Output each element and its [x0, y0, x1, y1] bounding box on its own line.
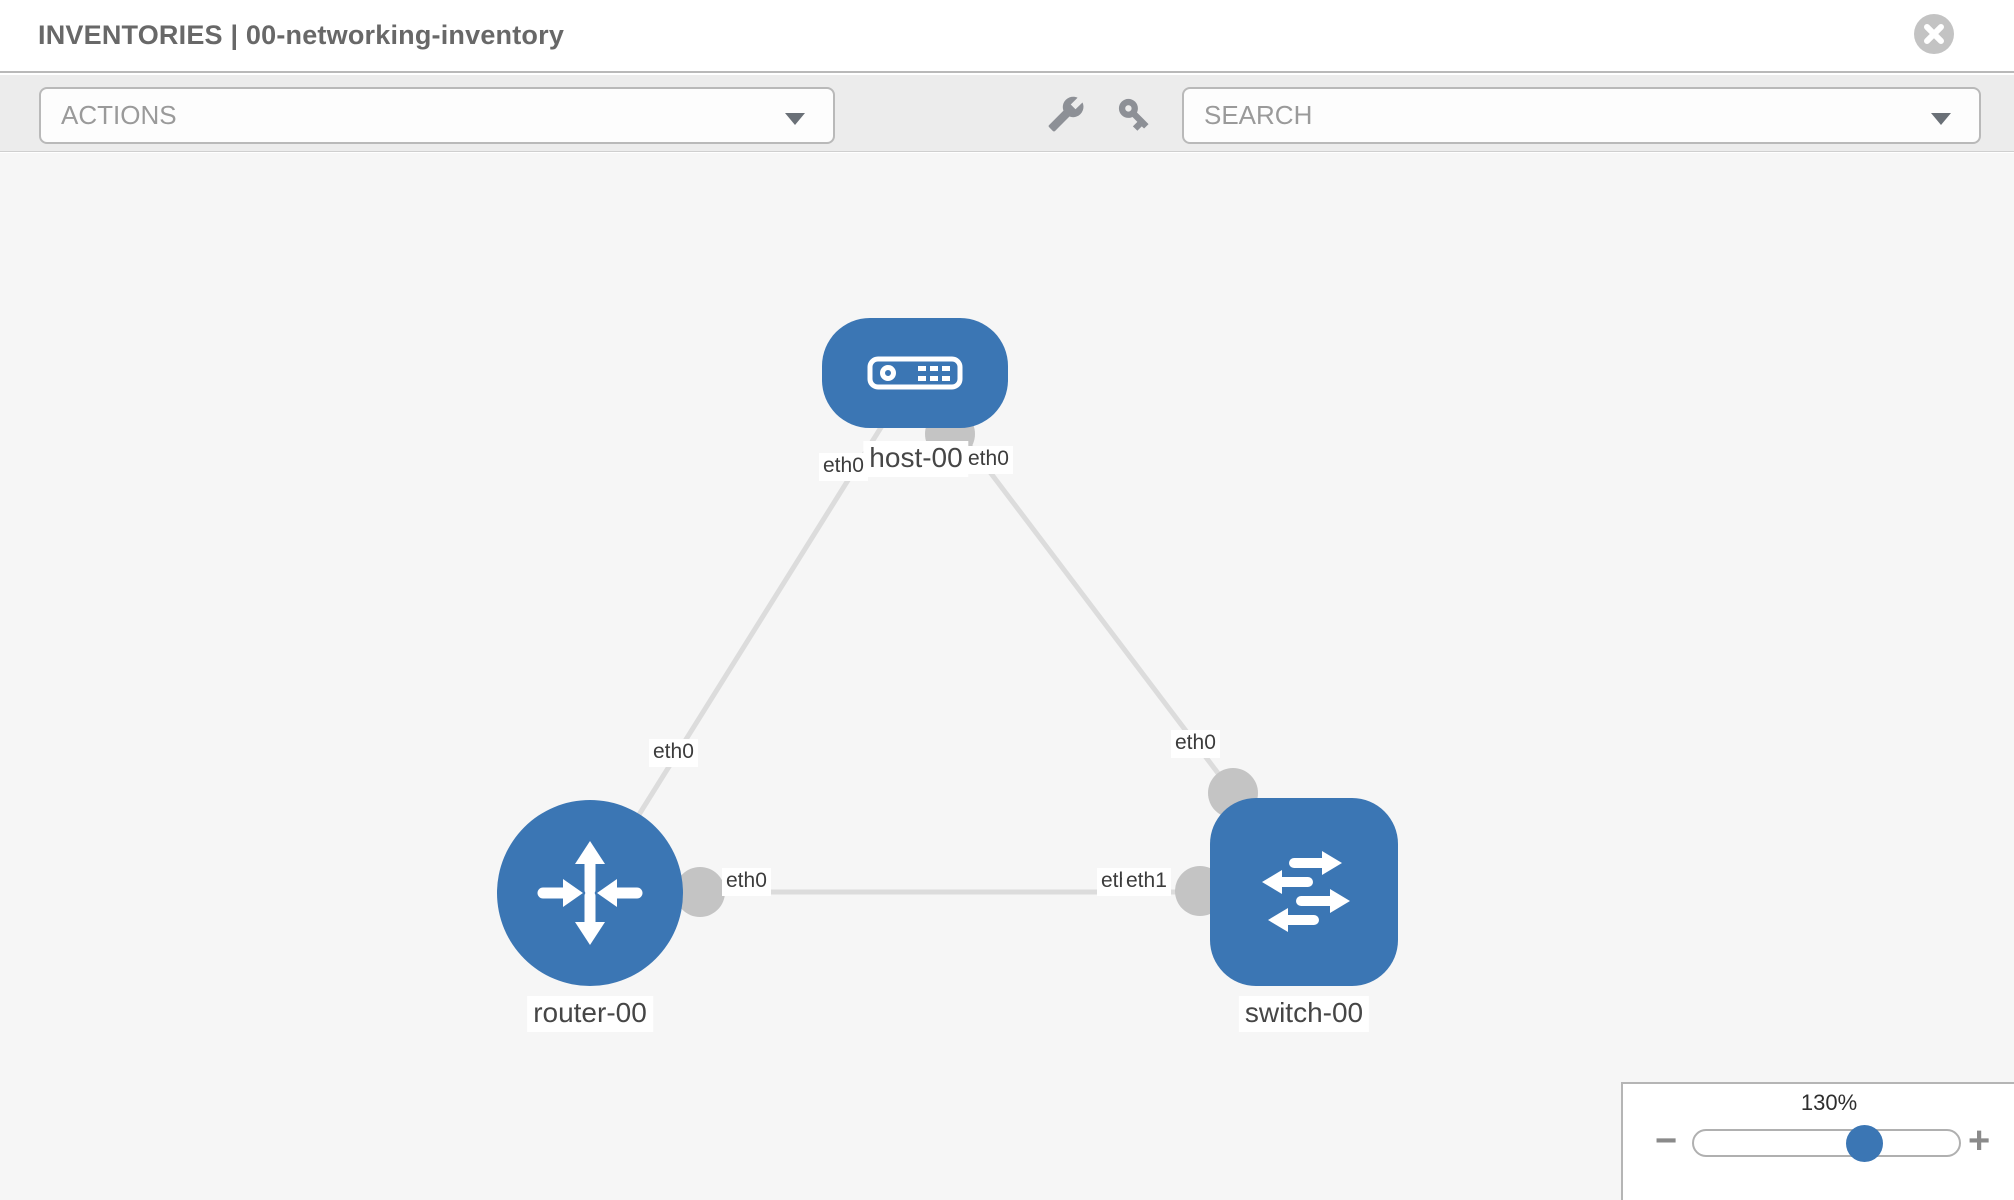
- router-icon: [537, 841, 643, 945]
- host-icon: [867, 356, 963, 390]
- search-dropdown[interactable]: SEARCH: [1182, 87, 1981, 144]
- key-icon: [1118, 98, 1149, 131]
- actions-dropdown-label: ACTIONS: [61, 100, 177, 130]
- node-router[interactable]: [497, 800, 683, 986]
- key-button[interactable]: [1109, 89, 1159, 139]
- zoom-in-button[interactable]: +: [1968, 1120, 1991, 1162]
- toolbar: ACTIONS SEARCH: [0, 75, 2014, 152]
- node-switch[interactable]: [1210, 798, 1398, 986]
- port-connector-router: [675, 867, 725, 917]
- caret-down-icon: [1931, 113, 1951, 125]
- title-bar: INVENTORIES | 00-networking-inventory: [0, 0, 2014, 73]
- interface-label-host-to-switch: eth0: [964, 446, 1013, 474]
- page-title: INVENTORIES | 00-networking-inventory: [38, 20, 565, 50]
- topology-canvas[interactable]: host-00 router-00 switch-00 eth0 eth0 et…: [0, 153, 2014, 1200]
- interface-label-host-to-router: eth0: [819, 453, 868, 481]
- node-host[interactable]: [822, 318, 1008, 428]
- links-layer: [587, 371, 1304, 917]
- search-dropdown-label: SEARCH: [1204, 100, 1313, 130]
- zoom-slider-thumb[interactable]: [1846, 1125, 1883, 1162]
- interface-label-switch-to-router: eth1: [1122, 868, 1171, 896]
- wrench-icon: [1048, 96, 1084, 132]
- zoom-out-button[interactable]: −: [1655, 1120, 1678, 1162]
- switch-icon: [1262, 851, 1350, 932]
- zoom-slider[interactable]: [1692, 1129, 1961, 1157]
- close-button[interactable]: [1914, 14, 1954, 54]
- interface-label-router-to-host: eth0: [649, 739, 698, 767]
- interface-label-switch-to-host: eth0: [1171, 730, 1220, 758]
- zoom-level-label: 130%: [1800, 1090, 1858, 1115]
- actions-dropdown[interactable]: ACTIONS: [39, 87, 835, 144]
- node-label-router: router-00: [527, 996, 653, 1032]
- tools-button[interactable]: [1041, 89, 1091, 139]
- node-label-switch: switch-00: [1238, 996, 1370, 1032]
- zoom-panel: 130% − +: [1621, 1082, 2014, 1200]
- caret-down-icon: [785, 113, 805, 125]
- interface-label-router-to-switch: eth0: [722, 868, 771, 896]
- close-icon: [1924, 24, 1944, 44]
- node-label-host: host-00: [863, 441, 969, 477]
